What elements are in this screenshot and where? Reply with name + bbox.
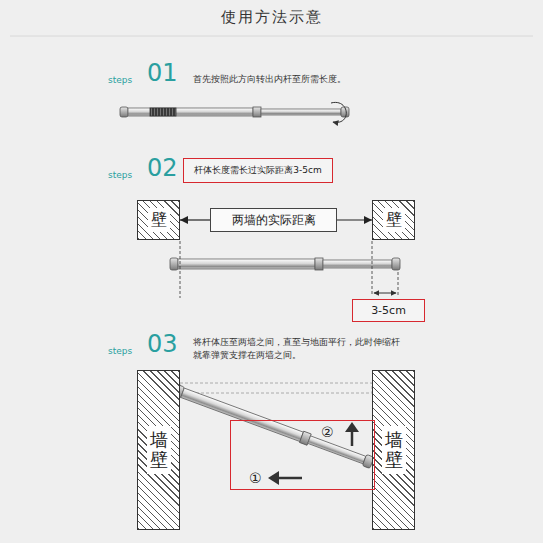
wall-block: 壁 [372,200,415,240]
step-number: 01 [147,61,178,85]
page-title: 使用方法示意 [0,8,543,26]
step-note: 首先按照此方向转出内杆至所需长度。 [193,73,346,86]
wall-block: 墙壁 [372,370,415,530]
push-left-arrow [268,471,302,485]
note-box: 杆体长度需长过实际距离3-5cm [183,158,333,183]
wall-block: 墙壁 [137,370,180,530]
step-marker: ① [249,470,262,487]
step-note: 将杆体压至两墙之间，直至与地面平行，此时伸缩杆 就靠弹簧支撑在两墙之间。 [193,336,407,362]
steps-word: steps [108,74,132,87]
rod-step2 [170,258,400,270]
steps-word: steps [108,345,132,358]
node-text: 墙壁 [147,426,171,474]
node-text: 壁 [383,208,405,231]
rod-step1 [120,107,349,117]
node-text: 墙壁 [382,426,406,474]
divider [10,36,533,37]
step-marker: ② [321,424,334,441]
final-position-outline [180,383,372,393]
dimension-arrow [337,219,372,220]
node-text: 杆体长度需长过实际距离3-5cm [194,165,321,176]
step-number: 03 [147,332,178,356]
wall-block: 壁 [137,200,180,240]
distance-box: 两墙的实际距离 [210,208,337,232]
highlight-frame: ②① [230,420,375,490]
node-text: 两墙的实际距离 [232,213,316,227]
dimension-arrow [180,219,210,220]
node-text: 壁 [148,208,170,231]
dimension-line [374,293,396,294]
rod-step3 [173,384,374,468]
step-number: 02 [147,156,178,180]
extension-lines [180,241,398,298]
node-text: 3-5cm [371,304,406,317]
push-up-arrow [345,422,359,446]
steps-word: steps [108,169,132,182]
dimension-box: 3-5cm [352,299,425,322]
rotation-arrow [331,102,346,122]
